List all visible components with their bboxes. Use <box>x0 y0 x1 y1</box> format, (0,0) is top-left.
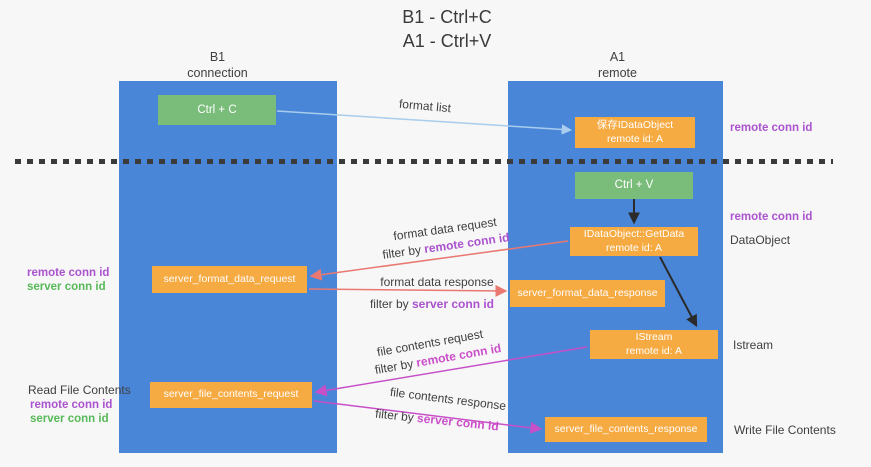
lifeline-header-b1: B1 connection <box>155 50 280 81</box>
lifeline-b1-role: connection <box>187 65 248 80</box>
node-file-response-label: server_file_contents_response <box>554 422 698 435</box>
copy-paste-divider <box>15 159 833 164</box>
annotation-read-file-contents: Read File Contents <box>28 383 131 397</box>
node-istream-line2: remote id: A <box>625 344 683 357</box>
format-response-filter-label: filter by server conn id <box>362 297 502 311</box>
title-line-1: B1 - Ctrl+C <box>402 7 492 27</box>
node-getdata-line1: IDataObject::GetData <box>583 228 685 241</box>
annotation-write-file-contents: Write File Contents <box>734 423 836 437</box>
server-conn-id-highlight: server conn id <box>416 410 500 434</box>
node-format-response-label: server_format_data_response <box>517 286 658 299</box>
filter-by-text: filter by <box>381 242 426 262</box>
annotation-b1-server-conn-id-2: server conn id <box>30 413 109 425</box>
title-line-2: A1 - Ctrl+V <box>402 30 492 51</box>
lifeline-a1-role: remote <box>598 65 637 80</box>
filter-by-text: filter by <box>369 297 412 311</box>
node-getdata-line2: remote id: A <box>605 241 663 254</box>
node-server-file-contents-response: server_file_contents_response <box>545 417 707 442</box>
lifeline-header-a1: A1 remote <box>555 50 680 81</box>
node-ctrl-v-label: Ctrl + V <box>614 179 654 192</box>
node-format-request-label: server_format_data_request <box>163 272 296 285</box>
node-server-file-contents-request: server_file_contents_request <box>150 382 312 408</box>
format-list-label: format list <box>398 96 452 116</box>
node-save-idataobject: 保存IDataObject remote id: A <box>575 117 695 148</box>
lifeline-a1-name: A1 <box>609 50 626 64</box>
node-file-request-label: server_file_contents_request <box>163 388 299 401</box>
node-server-format-data-response: server_format_data_response <box>510 280 665 307</box>
node-istream: IStream remote id: A <box>590 330 718 359</box>
node-ctrl-c-label: Ctrl + C <box>197 103 237 116</box>
node-istream-line1: IStream <box>635 331 673 344</box>
node-ctrl-v: Ctrl + V <box>575 172 693 199</box>
node-ctrl-c: Ctrl + C <box>158 95 276 125</box>
node-save-idataobject-line1: 保存IDataObject <box>596 119 674 132</box>
server-conn-id-highlight: server conn id <box>411 297 495 311</box>
annotation-b1-remote-conn-id-2: remote conn id <box>30 399 113 411</box>
annotation-remote-conn-id-mid: remote conn id <box>730 211 813 223</box>
annotation-b1-server-conn-id-1: server conn id <box>27 281 106 293</box>
node-idataobject-getdata: IDataObject::GetData remote id: A <box>570 227 698 256</box>
annotation-remote-conn-id-top: remote conn id <box>730 122 813 134</box>
filter-by-text: filter by <box>374 406 418 425</box>
diagram-title: B1 - Ctrl+C A1 - Ctrl+V <box>297 6 597 54</box>
node-server-format-data-request: server_format_data_request <box>152 266 307 293</box>
annotation-b1-remote-conn-id-1: remote conn id <box>27 267 110 279</box>
annotation-dataobject: DataObject <box>730 233 791 247</box>
filter-by-text: filter by <box>373 355 418 378</box>
format-data-response-arrow <box>308 284 508 297</box>
lifeline-b1-name: B1 <box>209 50 226 64</box>
format-data-response-label: format data response <box>380 275 494 289</box>
node-save-idataobject-line2: remote id: A <box>606 132 664 145</box>
annotation-istream: Istream <box>733 338 774 352</box>
